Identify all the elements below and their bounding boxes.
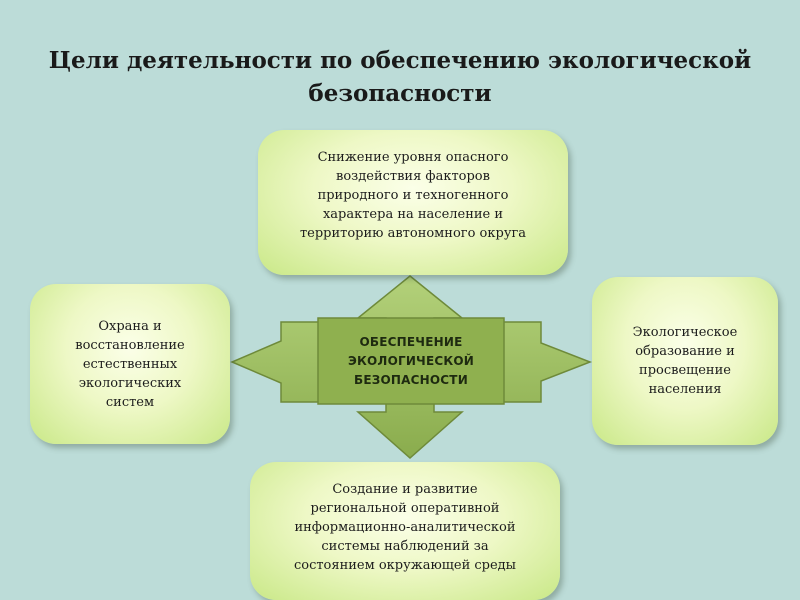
goal-box-line: воздействия факторов	[336, 169, 490, 184]
goal-box-ecosystem-protection: Охрана и восстановление естественных эко…	[30, 284, 230, 444]
center-label-line: ОБЕСПЕЧЕНИЕ	[359, 334, 463, 349]
center-label-line: ЭКОЛОГИЧЕСКОЙ	[347, 353, 475, 368]
goal-box-line: образование и	[635, 344, 735, 359]
goal-box-line: населения	[648, 382, 722, 397]
goal-box-line: систем	[105, 394, 155, 410]
goal-box-monitoring-system: Создание и развитие региональной операти…	[250, 462, 560, 600]
goal-box-line: природного и техногенного	[317, 188, 509, 203]
goal-box-line: характера на население и	[322, 207, 504, 222]
page-title: Цели деятельности по обеспечению экологи…	[40, 44, 760, 110]
goal-box-line: информационно-аналитической	[294, 519, 516, 535]
goal-box-line: экологических	[78, 375, 182, 391]
goal-box-ecological-education: Экологическое образование и просвещение …	[592, 277, 778, 445]
goal-box-line: Снижение уровня опасного	[317, 150, 509, 165]
title-line-1: Цели деятельности по обеспечению экологи…	[48, 47, 752, 74]
title-line-2: безопасности	[308, 80, 492, 107]
goal-box-line: просвещение	[639, 363, 731, 378]
goal-box-line: Создание и развитие	[332, 481, 478, 497]
goal-box-text: Экологическое образование и просвещение …	[633, 323, 738, 399]
goal-box-hazard-reduction: Снижение уровня опасного воздействия фак…	[258, 130, 568, 275]
goal-box-line: региональной оперативной	[310, 500, 500, 516]
center-label-line: БЕЗОПАСНОСТИ	[354, 372, 468, 387]
goal-box-text: Охрана и восстановление естественных эко…	[75, 317, 184, 412]
goal-box-text: Снижение уровня опасного воздействия фак…	[300, 148, 526, 243]
goal-box-text: Создание и развитие региональной операти…	[294, 480, 516, 575]
goal-box-line: восстановление	[75, 337, 185, 353]
goal-box-line: Охрана и	[98, 318, 162, 334]
goal-box-line: Экологическое	[632, 325, 738, 340]
center-label: ОБЕСПЕЧЕНИЕ ЭКОЛОГИЧЕСКОЙ БЕЗОПАСНОСТИ	[322, 318, 500, 404]
goal-box-line: территорию автономного округа	[299, 226, 527, 241]
goal-box-line: состоянием окружающей среды	[293, 557, 517, 573]
goal-box-line: естественных	[82, 356, 178, 372]
center-rectangle	[317, 317, 505, 405]
goal-box-line: системы наблюдений за	[321, 538, 489, 554]
